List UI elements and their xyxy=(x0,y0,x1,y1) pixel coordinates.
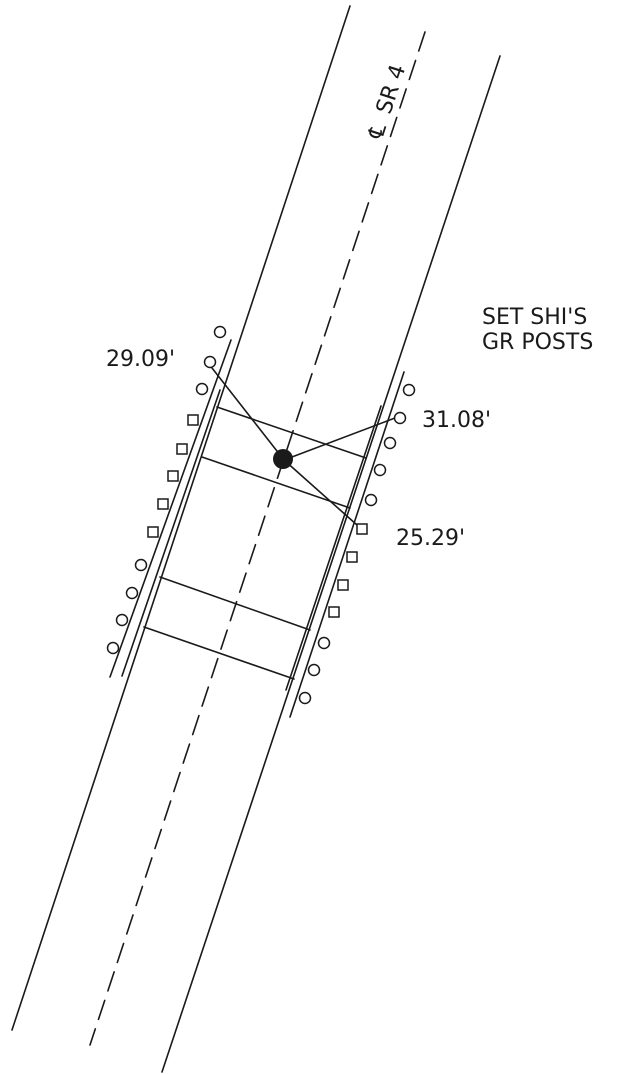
guardrail-posts-right xyxy=(298,383,416,705)
guardrail-post xyxy=(393,411,407,425)
guardrail-post xyxy=(195,382,209,396)
bridge-edge-right-outer xyxy=(289,371,405,718)
guardrail-post xyxy=(203,355,217,369)
bridge-edge-left-outer xyxy=(109,339,232,678)
guardrail-post xyxy=(213,325,227,339)
guardrail-posts-left xyxy=(106,325,227,655)
guardrail-post xyxy=(328,606,340,618)
tie-line-right xyxy=(283,417,396,461)
road-edge-left xyxy=(11,5,351,1031)
measurement-left: 29.09' xyxy=(106,347,175,372)
guardrail-post xyxy=(176,443,188,455)
bridge-edge-left-inner xyxy=(121,389,221,677)
guardrail-post xyxy=(115,613,129,627)
guardrail-post xyxy=(346,551,358,563)
guardrail-post xyxy=(106,641,120,655)
centerline xyxy=(89,31,426,1046)
guardrail-post xyxy=(364,493,378,507)
guardrail-post xyxy=(402,383,416,397)
measurement-right-top: 31.08' xyxy=(422,408,491,433)
bridge-crossline-4 xyxy=(143,626,295,680)
note-line-2: GR POSTS xyxy=(482,330,593,355)
guardrail-post xyxy=(298,691,312,705)
guardrail-post xyxy=(356,523,368,535)
tie-line-left xyxy=(211,367,285,461)
bridge-crossline-1 xyxy=(216,406,367,459)
reference-point xyxy=(273,449,293,469)
guardrail-post xyxy=(383,436,397,450)
guardrail-post xyxy=(373,463,387,477)
guardrail-post xyxy=(307,663,321,677)
centerline-symbol: ℄ xyxy=(364,120,393,143)
note-line-1: SET SHI'S xyxy=(482,305,587,330)
guardrail-post xyxy=(187,414,199,426)
guardrail-post xyxy=(125,586,139,600)
bridge-edge-right-inner xyxy=(285,405,382,691)
guardrail-post xyxy=(134,558,148,572)
guardrail-post xyxy=(147,526,159,538)
bridge-crossline-3 xyxy=(159,576,311,631)
guardrail-post xyxy=(337,579,349,591)
measurement-right-bottom: 25.29' xyxy=(396,526,465,551)
centerline-label: ℄ SR 4 xyxy=(364,62,412,143)
road-edge-right xyxy=(161,55,501,1073)
guardrail-post xyxy=(157,498,169,510)
guardrail-post xyxy=(167,470,179,482)
tie-line-bottom xyxy=(283,459,358,526)
guardrail-post xyxy=(317,636,331,650)
bridge-crossline-2 xyxy=(201,456,351,509)
